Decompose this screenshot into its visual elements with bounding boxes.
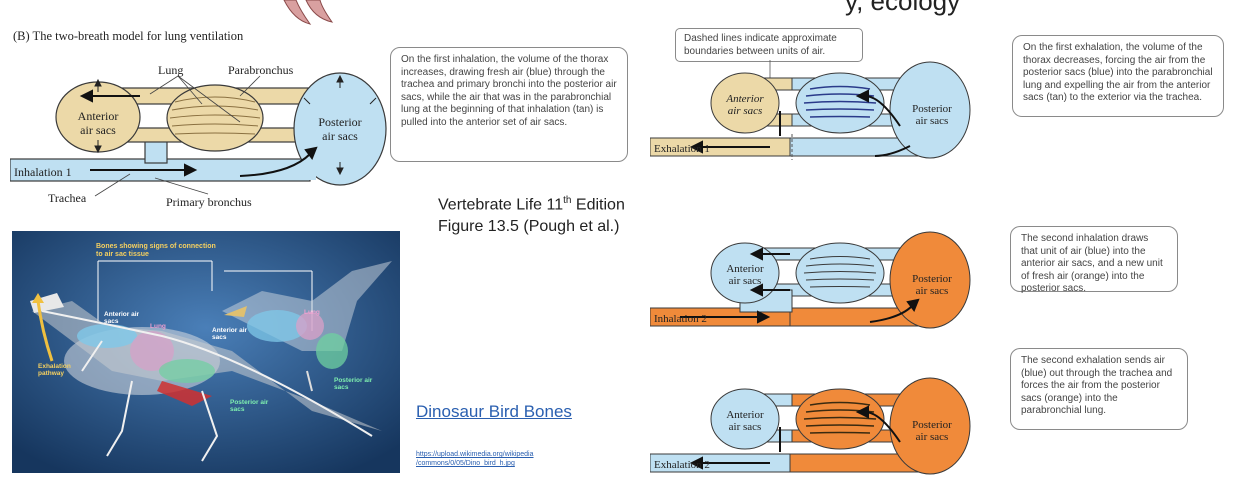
- posterior-air-sac: [293, 72, 387, 186]
- ex1-posterior-sac: [889, 61, 971, 159]
- posterior-air-sacs-label: air sacs: [322, 129, 358, 143]
- dashed-lines-note: Dashed lines indicate approximate bounda…: [675, 28, 863, 62]
- exhalation-1-callout: On the first exhalation, the volume of t…: [1012, 35, 1224, 117]
- anterior-label: Anterior: [78, 109, 119, 123]
- ex1-posterior-label: Posterior: [912, 103, 952, 115]
- inhalation-2-diagram: Anterior air sacs Posterior air sacs Inh…: [650, 231, 971, 329]
- in2-anterior-label: Anterior: [726, 263, 764, 275]
- inhalation-1-label: Inhalation 1: [14, 165, 72, 179]
- expansion-arrows: [94, 74, 377, 176]
- posterior-label: Posterior: [318, 115, 361, 129]
- parabronchus-label: Parabronchus: [228, 63, 294, 77]
- bird-posterior-label: Posterior air sacs: [334, 377, 373, 391]
- lung-label: Lung: [158, 63, 183, 77]
- bird-anterior-label: Anterior air sacs: [212, 327, 248, 341]
- dino-header-label: Bones showing signs of connection to air…: [96, 243, 216, 258]
- dino-source-url[interactable]: https://upload.wikimedia.org/wikipedia /…: [416, 451, 534, 467]
- anterior-connector: [144, 138, 168, 164]
- dinosaur-bird-image: Bones showing signs of connection to air…: [12, 231, 400, 473]
- parabronchi-lines: [169, 96, 261, 135]
- bird-lung-label: Lung: [304, 309, 320, 316]
- trachea-label: Trachea: [48, 191, 87, 205]
- figure-credit: Vertebrate Life 11th Edition Figure 13.5…: [438, 195, 625, 236]
- exhalation-2-callout: The second exhalation sends air (blue) o…: [1010, 348, 1188, 430]
- anterior-air-sacs-label: air sacs: [80, 123, 116, 137]
- ex2-posterior-sacs-label: air sacs: [916, 431, 949, 443]
- ex1-anterior-sacs-label: air sacs: [728, 105, 763, 117]
- dino-lung-label: Lung: [150, 323, 166, 330]
- dinosaur-bird-bones-link[interactable]: Dinosaur Bird Bones: [416, 402, 572, 421]
- exhalation-1-label: Exhalation 1: [654, 143, 710, 155]
- panel-b-callout: On the first inhalation, the volume of t…: [390, 47, 628, 162]
- dino-posterior-label: Posterior air sacs: [230, 399, 269, 413]
- ex2-anterior-sacs-label: air sacs: [729, 421, 762, 433]
- dino-anterior-label: Anterior air sacs: [104, 311, 140, 325]
- in2-posterior-label: Posterior: [912, 273, 952, 285]
- label-leaders: [94, 75, 261, 197]
- panel-b-title: (B) The two-breath model for lung ventil…: [13, 29, 244, 43]
- in2-posterior-sacs-label: air sacs: [916, 285, 949, 297]
- ex1-anterior-label: Anterior: [725, 93, 764, 105]
- dino-illustration: [12, 231, 400, 473]
- inhalation-2-callout: The second inhalation draws that unit of…: [1010, 226, 1178, 294]
- exhalation-2-diagram: Anterior air sacs Posterior air sacs Exh…: [650, 377, 971, 475]
- in2-anterior-sacs-label: air sacs: [729, 275, 762, 287]
- lung-body: [166, 84, 264, 152]
- ex1-posterior-sacs-label: air sacs: [916, 115, 949, 127]
- exhalation-1-diagram: Anterior air sacs Posterior air sacs Exh…: [650, 60, 971, 160]
- two-breath-diagram: Lung Parabronchus Anterior air sacs Post…: [10, 63, 387, 209]
- inhalation-2-label: Inhalation 2: [654, 313, 707, 325]
- primary-bronchus-label: Primary bronchus: [166, 195, 252, 209]
- feather-fragment-image: [283, 0, 334, 25]
- ex2-anterior-label: Anterior: [726, 409, 764, 421]
- ex2-posterior-label: Posterior: [912, 419, 952, 431]
- exhalation-2-label: Exhalation 2: [654, 459, 710, 471]
- top-cut-heading: y, ecology: [845, 0, 961, 16]
- dino-exhalation-label: Exhalation pathway: [38, 363, 71, 377]
- flow-arrows: [79, 89, 318, 177]
- ex1-anterior-sac: [710, 72, 780, 134]
